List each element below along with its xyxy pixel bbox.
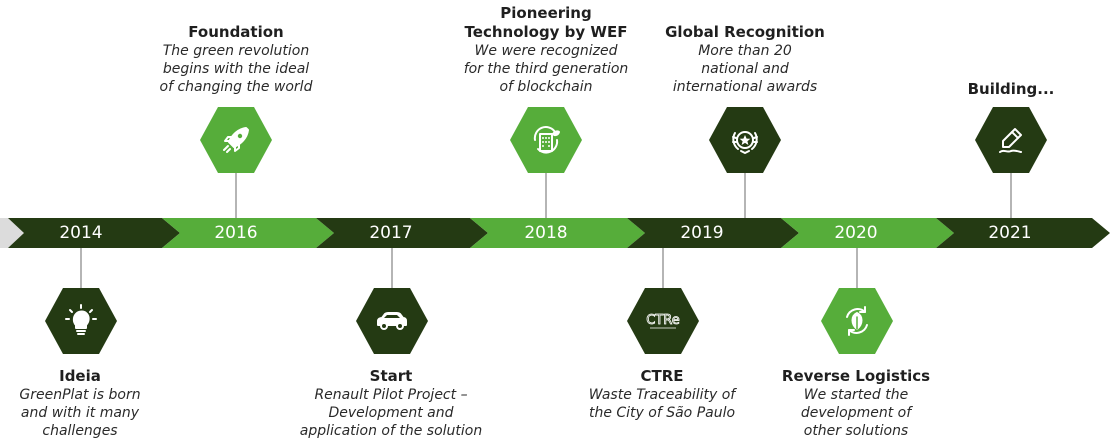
global-hex [709,107,781,173]
event-title: Start [369,367,413,385]
connector-foundation [235,168,237,218]
event-desc-line: development of [800,405,912,421]
year-segment-2018 [470,218,645,248]
event-desc-line: We started the [803,387,909,403]
event-desc-line: We were recognized [474,43,618,59]
event-wef: Pioneering Technology by WEF We were rec… [446,4,646,96]
event-start: Start Renault Pilot Project – Developmen… [291,367,491,440]
pencil-icon [999,128,1022,153]
year-label-2019: 2019 [680,223,724,243]
year-label-2021: 2021 [988,223,1032,243]
connector-start [391,248,393,288]
foundation-hex [200,107,272,173]
building-hex [975,107,1047,173]
ctre-logo-text: CTRe [646,313,679,328]
event-global: Global Recognition More than 20 national… [645,23,845,96]
ideia-hex [45,288,117,354]
connector-building [1010,168,1012,218]
event-desc-line: challenges [42,423,118,439]
event-desc-line: application of the solution [299,423,483,439]
event-desc-line: begins with the ideal [162,61,310,77]
event-title-line: Pioneering [500,4,592,22]
event-desc-line: Waste Traceability of [588,387,736,403]
lightbulb-icon [65,304,97,335]
year-segment-2019 [627,218,799,248]
event-desc-line: and with it many [20,405,140,421]
green-building-icon [533,126,560,154]
car-icon [377,312,407,330]
year-label-2018: 2018 [524,223,568,243]
event-desc-line: GreenPlat is born [19,387,141,403]
connector-ideia [80,248,82,288]
year-segment-2017 [316,218,488,248]
recycle-leaf-icon [846,306,868,336]
event-desc-line: Development and [328,405,454,421]
connector-wef [545,168,547,218]
wef-hex [510,107,582,173]
year-segment-2016 [162,218,334,248]
year-segment-2020 [781,218,954,248]
event-reverse: Reverse Logistics We started the develop… [756,367,956,440]
reverse-hex [821,288,893,354]
rocket-icon [223,127,249,153]
ctre-hex: CTRe [627,288,699,354]
connector-ctre [662,248,664,288]
event-title: Global Recognition [665,23,825,41]
connector-global [744,168,746,218]
event-desc-line: the City of São Paulo [588,405,736,421]
event-foundation: Foundation The green revolution begins w… [136,23,336,96]
event-ideia: Ideia GreenPlat is born and with it many… [0,367,180,440]
event-desc-line: Renault Pilot Project – [314,387,468,403]
event-desc-line: national and [701,61,789,77]
year-label-2014: 2014 [59,223,103,243]
event-title: CTRE [640,367,684,385]
year-segment-2021 [936,218,1110,248]
year-label-2020: 2020 [834,223,878,243]
connector-reverse [856,248,858,288]
event-desc-line: of blockchain [499,79,593,95]
event-desc-line: for the third generation [463,61,629,77]
event-desc-line: of changing the world [159,79,313,95]
ctre-logo-icon: CTRe [646,313,680,329]
year-segment-2014 [8,218,180,248]
event-title-line: Technology by WEF [464,23,628,41]
event-ctre: CTRE Waste Traceability of the City of S… [562,367,762,422]
event-desc-line: international awards [672,79,818,95]
award-wreath-icon [732,131,758,154]
event-desc-line: The green revolution [162,43,310,59]
start-hex [356,288,428,354]
event-desc-line: More than 20 [698,43,792,59]
event-desc-line: other solutions [803,423,909,439]
year-label-2016: 2016 [214,223,258,243]
event-title: Foundation [188,23,284,41]
event-building: Building... [911,80,1111,99]
year-label-2017: 2017 [369,223,413,243]
event-title: Building... [967,80,1055,98]
event-title: Ideia [59,367,101,385]
event-title: Reverse Logistics [781,367,931,385]
